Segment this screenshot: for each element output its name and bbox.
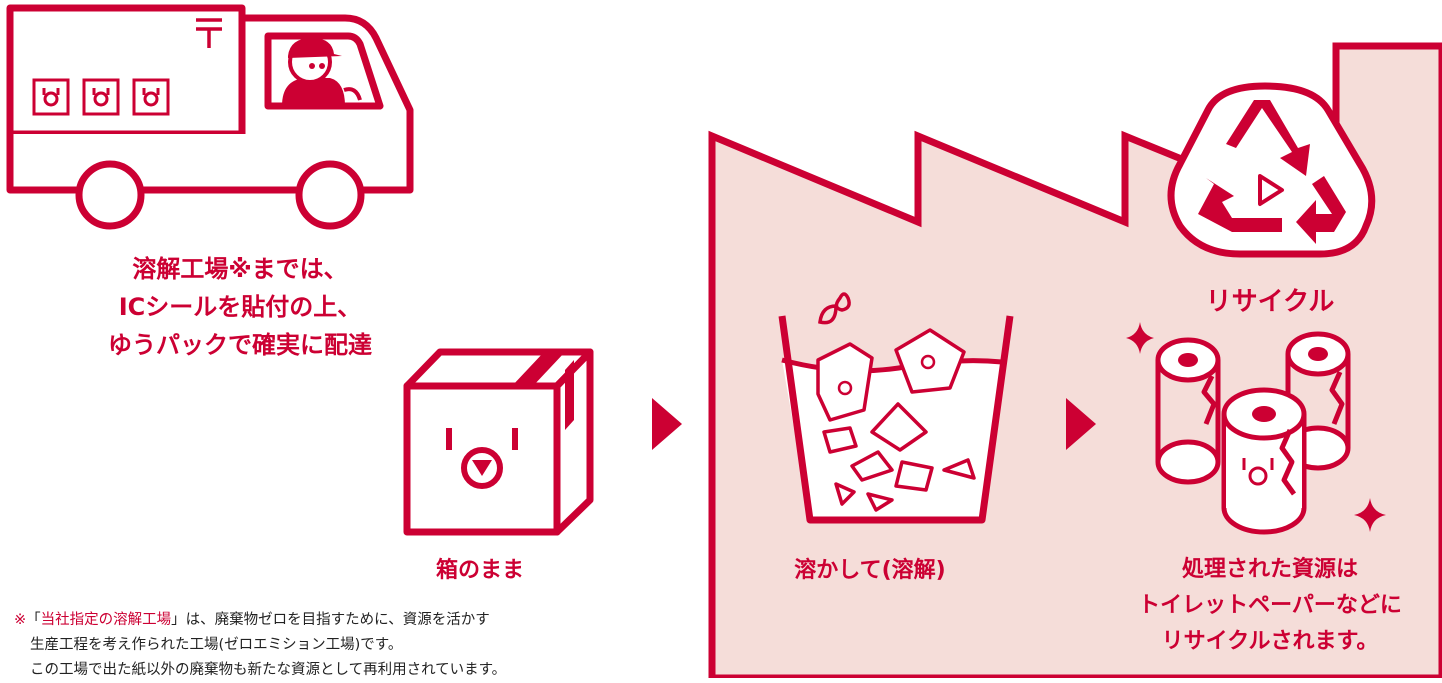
recycle-label: リサイクル	[1205, 287, 1335, 317]
truck-caption-line1: 溶解工場※までは、	[132, 255, 348, 283]
result-caption-line1: 処理された資源は	[1181, 557, 1358, 582]
dissolving-tank-icon	[778, 292, 1014, 524]
footnote-open-bracket: 「	[26, 612, 41, 628]
roll-mark	[1242, 458, 1274, 486]
result-caption: 処理された資源は トイレットペーパーなどに リサイクルされます。	[1100, 552, 1440, 660]
footnote-line3: この工場で出た紙以外の廃棄物も新たな資源として再利用されています。	[30, 662, 507, 678]
sparkle-icon	[1354, 498, 1386, 532]
footnote-line2: 生産工程を考え作られた工場(ゼロエミション工場)です。	[30, 637, 403, 653]
result-caption-line2: トイレットペーパーなどに	[1138, 593, 1402, 618]
box-caption: 箱のまま	[435, 558, 524, 583]
toilet-paper-rolls-icon	[1155, 331, 1351, 535]
truck-caption-line3: ゆうパックで確実に配達	[108, 331, 372, 359]
result-caption-line3: リサイクルされます。	[1161, 629, 1379, 654]
parcels-in-truck	[32, 78, 170, 116]
footnote-close-bracket: 」	[171, 612, 186, 628]
postal-mark-icon	[196, 18, 222, 48]
box-mark	[446, 428, 518, 489]
arrow-right-icon	[652, 398, 682, 450]
footnote: ※「当社指定の溶解工場」は、廃棄物ゼロを目指すために、資源を活かす 生産工程を考…	[14, 608, 704, 683]
footnote-mark: ※	[14, 612, 27, 628]
footnote-line1-rest: は、廃棄物ゼロを目指すために、資源を活かす	[185, 612, 490, 628]
box-mark-triangle	[472, 460, 492, 476]
footnote-line1: ※「当社指定の溶解工場」は、廃棄物ゼロを目指すために、資源を活かす	[14, 608, 704, 633]
sparkle-icon	[1126, 322, 1154, 354]
cardboard-box-icon	[403, 348, 594, 536]
driver-icon	[282, 38, 362, 106]
truck-caption: 溶解工場※までは、 ICシールを貼付の上、 ゆうパックで確実に配達	[40, 250, 440, 364]
recycle-icon	[1167, 82, 1376, 258]
truck-caption-line2: ICシールを貼付の上、	[118, 293, 362, 321]
dissolve-caption: 溶かして(溶解)	[794, 558, 946, 583]
arrow-right-icon	[1066, 398, 1096, 450]
footnote-highlight: 当社指定の溶解工場	[40, 612, 172, 628]
box-tape	[512, 352, 574, 430]
